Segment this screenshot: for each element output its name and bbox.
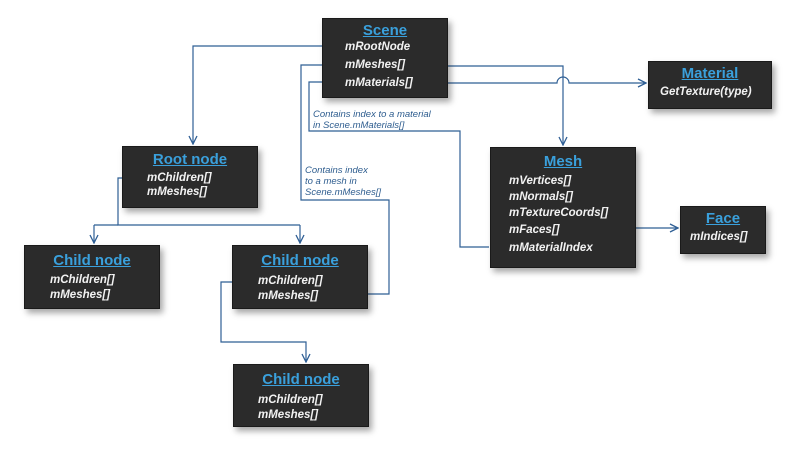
note-material-index-line1: Contains index to a material bbox=[313, 109, 431, 120]
scene-title: Scene bbox=[362, 22, 408, 39]
child-node-middle[interactable]: Child node mChildren[] mMeshes[] bbox=[232, 245, 368, 309]
child-node-middle-title: Child node bbox=[261, 252, 339, 269]
mesh-field-mnormals: mNormals[] bbox=[509, 191, 573, 203]
scene-node[interactable]: Scene mRootNode mMeshes[] mMaterials[] bbox=[322, 18, 448, 98]
mesh-field-mfaces: mFaces[] bbox=[509, 224, 560, 236]
scene-field-mrootnode: mRootNode bbox=[345, 41, 411, 53]
face-title: Face bbox=[705, 210, 741, 227]
root-node-field-mmeshes: mMeshes[] bbox=[147, 186, 208, 198]
root-node[interactable]: Root node mChildren[] mMeshes[] bbox=[122, 146, 258, 208]
material-title: Material bbox=[681, 65, 739, 82]
scene-field-mmeshes: mMeshes[] bbox=[345, 59, 406, 71]
mesh-title: Mesh bbox=[543, 153, 583, 170]
material-field-gettexture: GetTexture(type) bbox=[660, 86, 752, 98]
child-node-left[interactable]: Child node mChildren[] mMeshes[] bbox=[24, 245, 160, 309]
face-node[interactable]: Face mIndices[] bbox=[680, 206, 766, 254]
mesh-node[interactable]: Mesh mVertices[] mNormals[] mTextureCoor… bbox=[490, 147, 636, 268]
scene-field-mmaterials: mMaterials[] bbox=[345, 77, 413, 89]
child-node-bottom-title: Child node bbox=[262, 371, 340, 388]
child-node-middle-field-mmeshes: mMeshes[] bbox=[258, 290, 319, 302]
mesh-field-mvertices: mVertices[] bbox=[509, 175, 572, 187]
child-node-bottom-field-mchildren: mChildren[] bbox=[258, 394, 323, 406]
note-material-index-line2: in Scene.mMaterials[] bbox=[313, 120, 405, 131]
root-node-field-mchildren: mChildren[] bbox=[147, 172, 212, 184]
face-field-mindices: mIndices[] bbox=[690, 231, 748, 243]
note-mesh-index-line2: to a mesh in bbox=[305, 176, 357, 187]
child-node-left-field-mchildren: mChildren[] bbox=[50, 274, 115, 286]
note-material-index: Contains index to a material in Scene.mM… bbox=[313, 109, 431, 131]
child-node-left-title: Child node bbox=[53, 252, 131, 269]
note-mesh-index-line1: Contains index bbox=[305, 165, 368, 176]
root-node-title: Root node bbox=[152, 151, 228, 168]
mesh-field-mmaterialindex: mMaterialIndex bbox=[509, 242, 593, 254]
note-mesh-index: Contains index to a mesh in Scene.mMeshe… bbox=[305, 165, 381, 198]
child-node-bottom[interactable]: Child node mChildren[] mMeshes[] bbox=[233, 364, 369, 427]
child-node-left-field-mmeshes: mMeshes[] bbox=[50, 289, 111, 301]
material-node[interactable]: Material GetTexture(type) bbox=[648, 61, 772, 109]
note-mesh-index-line3: Scene.mMeshes[] bbox=[305, 187, 382, 198]
mesh-field-mtexturecoords: mTextureCoords[] bbox=[509, 207, 609, 219]
child-node-bottom-field-mmeshes: mMeshes[] bbox=[258, 409, 319, 421]
child-node-middle-field-mchildren: mChildren[] bbox=[258, 275, 323, 287]
